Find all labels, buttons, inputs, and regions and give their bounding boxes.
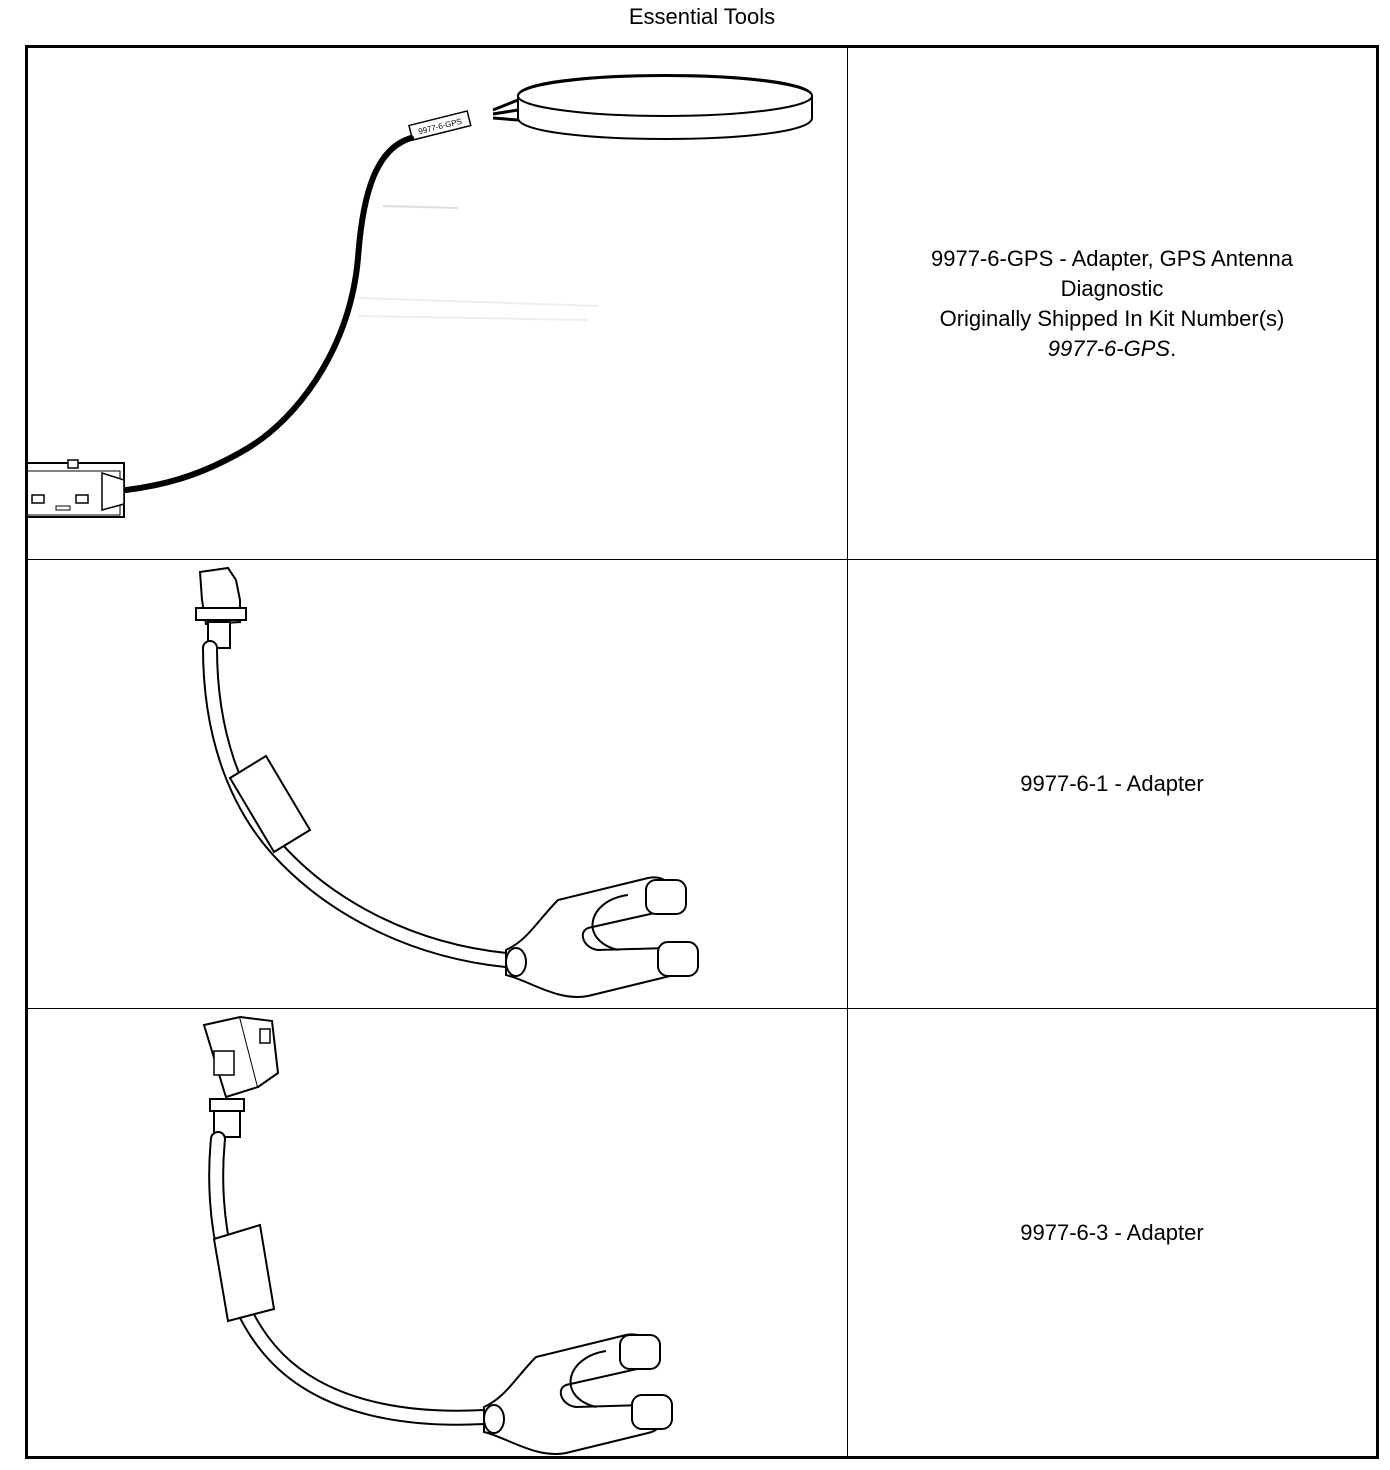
tool-description-cell: 9977-6-3 - Adapter: [848, 1009, 1376, 1456]
tool-title: 9977-6-GPS - Adapter, GPS Antenna: [930, 245, 1293, 271]
page-title: Essential Tools: [628, 4, 776, 29]
kit-number-period: .: [1170, 335, 1177, 361]
table-row: 9977-6-GPS 9977-6-GPS - Adapter,: [28, 48, 1376, 560]
kit-number: 9977-6-GPS: [1047, 335, 1171, 361]
tool-description-cell: 9977-6-GPS - Adapter, GPS Antenna Diagno…: [848, 48, 1376, 559]
tool-description-cell: 9977-6-1 - Adapter: [848, 560, 1376, 1008]
tool-subtitle: Diagnostic: [1060, 275, 1164, 301]
tool-image-cell: [28, 1009, 848, 1456]
tool-image-cell: 9977-6-GPS: [28, 48, 848, 559]
gps-antenna-adapter-illustration: 9977-6-GPS: [28, 74, 813, 518]
essential-tools-table: 9977-6-GPS 9977-6-GPS - Adapter,: [25, 45, 1379, 1459]
table-row: 9977-6-1 - Adapter: [28, 560, 1376, 1009]
y-adapter-cable-illustration: [202, 1015, 673, 1455]
tool-title: 9977-6-1 - Adapter: [1020, 771, 1204, 796]
kit-label: Originally Shipped In Kit Number(s): [939, 305, 1285, 331]
kit-number-line: 9977-6-GPS.: [1048, 334, 1176, 364]
tool-title: 9977-6-3 - Adapter: [1020, 1219, 1204, 1245]
table-row: 9977-6-3 - Adapter: [28, 1009, 1376, 1456]
y-adapter-cable-illustration: [195, 566, 699, 999]
tool-image-cell: [28, 560, 848, 1008]
